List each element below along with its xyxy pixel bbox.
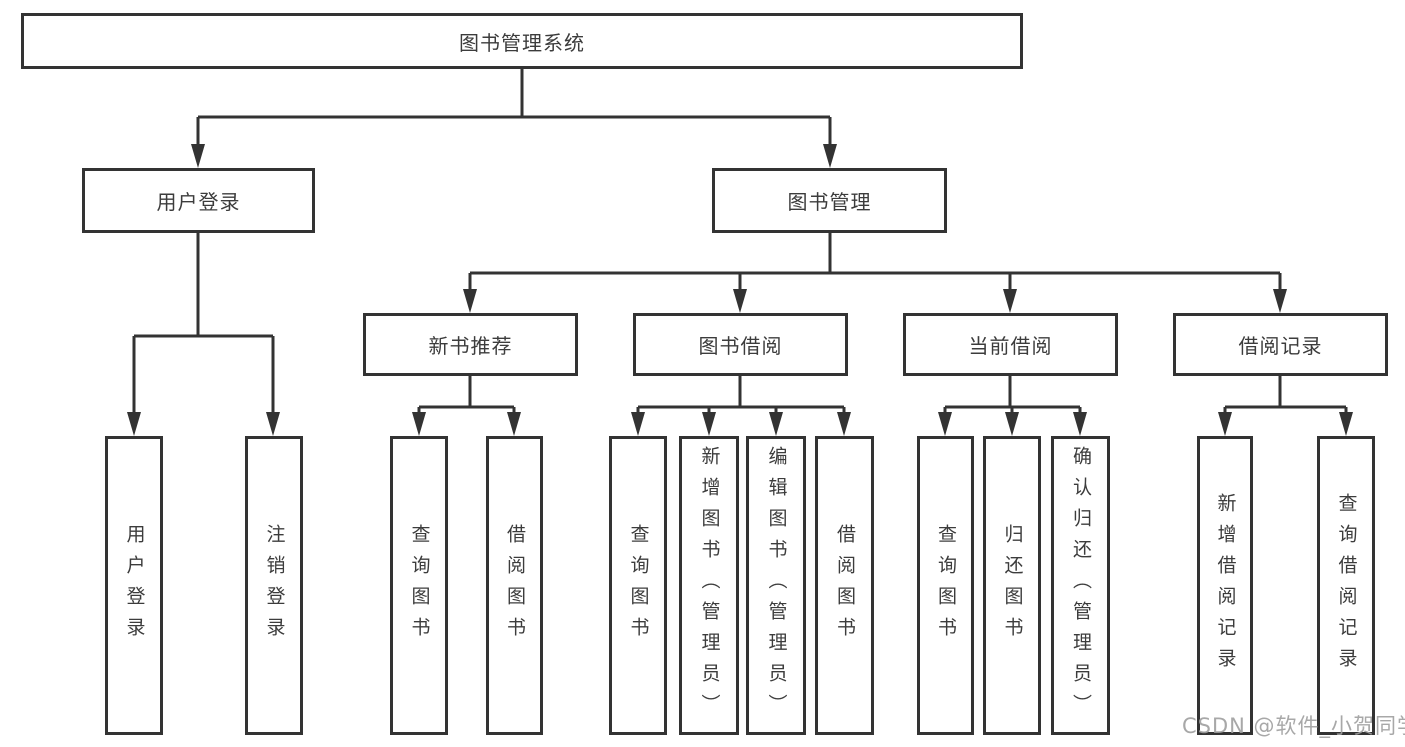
node-book-borrow: 图书借阅	[633, 313, 848, 376]
node-root-system: 图书管理系统	[21, 13, 1023, 69]
csdn-watermark: CSDN @软件_小贺同学	[1182, 714, 1405, 738]
leaf-edit-book-admin: 编辑图书（管理员）	[746, 436, 806, 735]
node-current-borrow: 当前借阅	[903, 313, 1118, 376]
leaf-add-borrow-record: 新增借阅记录	[1197, 436, 1253, 735]
leaf-logout: 注销登录	[245, 436, 303, 735]
node-book-management: 图书管理	[712, 168, 947, 233]
leaf-query-books-recommend: 查询图书	[390, 436, 448, 735]
leaf-confirm-return-admin: 确认归还（管理员）	[1051, 436, 1110, 735]
leaf-borrow-books-recommend: 借阅图书	[486, 436, 543, 735]
node-borrow-records: 借阅记录	[1173, 313, 1388, 376]
leaf-query-books-current: 查询图书	[917, 436, 974, 735]
node-new-book-recommend: 新书推荐	[363, 313, 578, 376]
leaf-query-books-borrow: 查询图书	[609, 436, 667, 735]
leaf-query-borrow-record: 查询借阅记录	[1317, 436, 1375, 735]
leaf-user-login: 用户登录	[105, 436, 163, 735]
leaf-borrow-books: 借阅图书	[815, 436, 874, 735]
leaf-add-book-admin: 新增图书（管理员）	[679, 436, 739, 735]
node-user-login: 用户登录	[82, 168, 315, 233]
leaf-return-book: 归还图书	[983, 436, 1041, 735]
